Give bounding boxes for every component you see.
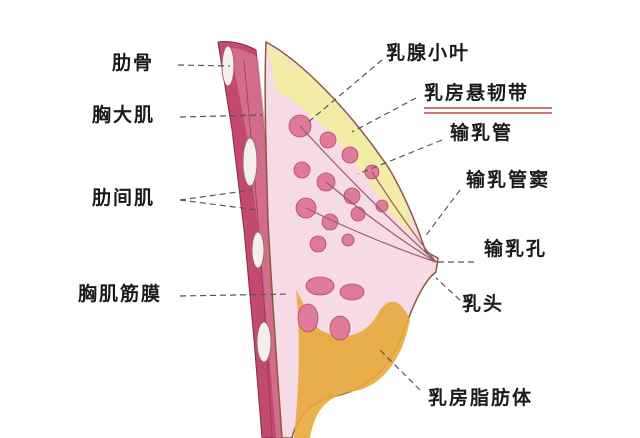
label-lactiferous-duct: 输乳管	[450, 122, 514, 144]
label-pectoralis-major: 胸大肌	[92, 104, 156, 126]
leader-lines	[177, 59, 474, 391]
label-nipple-pore: 输乳孔	[484, 238, 548, 260]
label-underline-bottom	[424, 112, 552, 114]
label-mammary-lobule: 乳腺小叶	[386, 42, 471, 64]
label-pectoral-fascia: 胸肌筋膜	[78, 283, 163, 305]
label-suspensory-ligament: 乳房悬韧带	[424, 82, 530, 104]
rib-2	[242, 137, 258, 187]
label-rib: 肋骨	[112, 52, 155, 74]
label-lactiferous-sinus: 输乳管窦	[466, 169, 551, 191]
rib-4	[256, 321, 272, 363]
rib-3	[251, 231, 265, 269]
ducts	[299, 125, 437, 263]
label-breast-fat: 乳房脂肪体	[428, 387, 534, 409]
label-intercostal-muscle: 肋间肌	[92, 187, 156, 209]
ribs	[221, 45, 272, 363]
lobules	[288, 114, 389, 341]
label-nipple: 乳头	[462, 293, 505, 315]
label-underline-top	[424, 107, 552, 109]
